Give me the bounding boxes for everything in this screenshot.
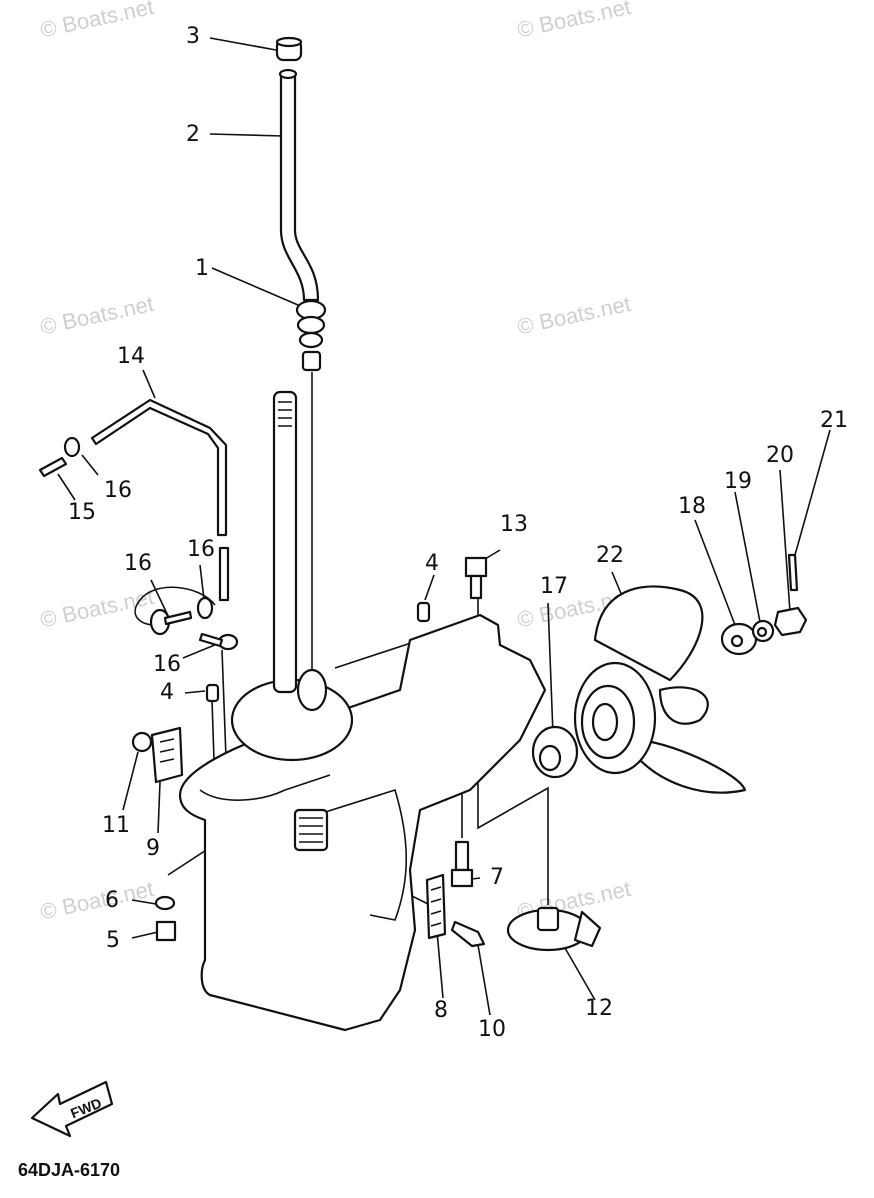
drive-shaft xyxy=(272,390,298,694)
callout-16: 16 xyxy=(104,478,132,503)
washer xyxy=(154,895,176,911)
bolt xyxy=(464,556,488,578)
drive-shaft-collar xyxy=(296,668,328,712)
callout-3: 3 xyxy=(186,24,200,49)
hose-fitting xyxy=(196,596,214,620)
callout-16: 16 xyxy=(153,652,181,677)
callout-7: 7 xyxy=(490,865,504,890)
dowel-pin xyxy=(205,683,220,703)
water-strainer xyxy=(425,873,447,940)
hose-screw xyxy=(38,456,68,478)
callout-6: 6 xyxy=(105,888,119,913)
callout-11: 11 xyxy=(102,813,130,838)
propeller xyxy=(573,585,747,794)
seal-ring xyxy=(298,331,324,349)
lower-casing xyxy=(178,613,547,1032)
callout-10: 10 xyxy=(478,1017,506,1042)
callout-4: 4 xyxy=(425,551,439,576)
water-inlet-port xyxy=(293,808,329,852)
callout-21: 21 xyxy=(820,408,848,433)
dowel-pin xyxy=(416,601,431,623)
hose xyxy=(90,398,228,537)
pipe-top-opening xyxy=(278,68,298,80)
callout-15: 15 xyxy=(68,500,96,525)
callout-1: 1 xyxy=(195,256,209,281)
propeller-nut xyxy=(773,606,808,637)
callout-20: 20 xyxy=(766,443,794,468)
callout-16: 16 xyxy=(187,537,215,562)
cotter-pin xyxy=(787,553,799,592)
callout-19: 19 xyxy=(724,469,752,494)
hose-fitting xyxy=(63,436,81,458)
bolt xyxy=(155,920,177,942)
nut xyxy=(131,731,153,753)
leader-lines xyxy=(57,37,831,1016)
seal xyxy=(296,315,326,335)
callout-5: 5 xyxy=(106,928,120,953)
callout-14: 14 xyxy=(117,344,145,369)
callout-8: 8 xyxy=(434,998,448,1023)
water-pipe xyxy=(279,72,320,302)
bolt xyxy=(454,840,470,872)
callout-16: 16 xyxy=(124,551,152,576)
callout-9: 9 xyxy=(146,836,160,861)
casing-fin xyxy=(299,788,408,921)
callout-22: 22 xyxy=(596,543,624,568)
callout-18: 18 xyxy=(678,494,706,519)
fwd-arrow-icon: FWD xyxy=(30,1080,114,1138)
diagram-code: 64DJA-6170 xyxy=(18,1160,121,1180)
casing-edge xyxy=(199,774,331,801)
callout-2: 2 xyxy=(186,122,200,147)
callout-13: 13 xyxy=(500,512,528,537)
callout-17: 17 xyxy=(540,574,568,599)
callout-4: 4 xyxy=(160,680,174,705)
sleeve xyxy=(301,350,322,372)
water-inlet-cover xyxy=(150,726,184,784)
screw xyxy=(450,920,486,948)
callout-12: 12 xyxy=(585,996,613,1021)
